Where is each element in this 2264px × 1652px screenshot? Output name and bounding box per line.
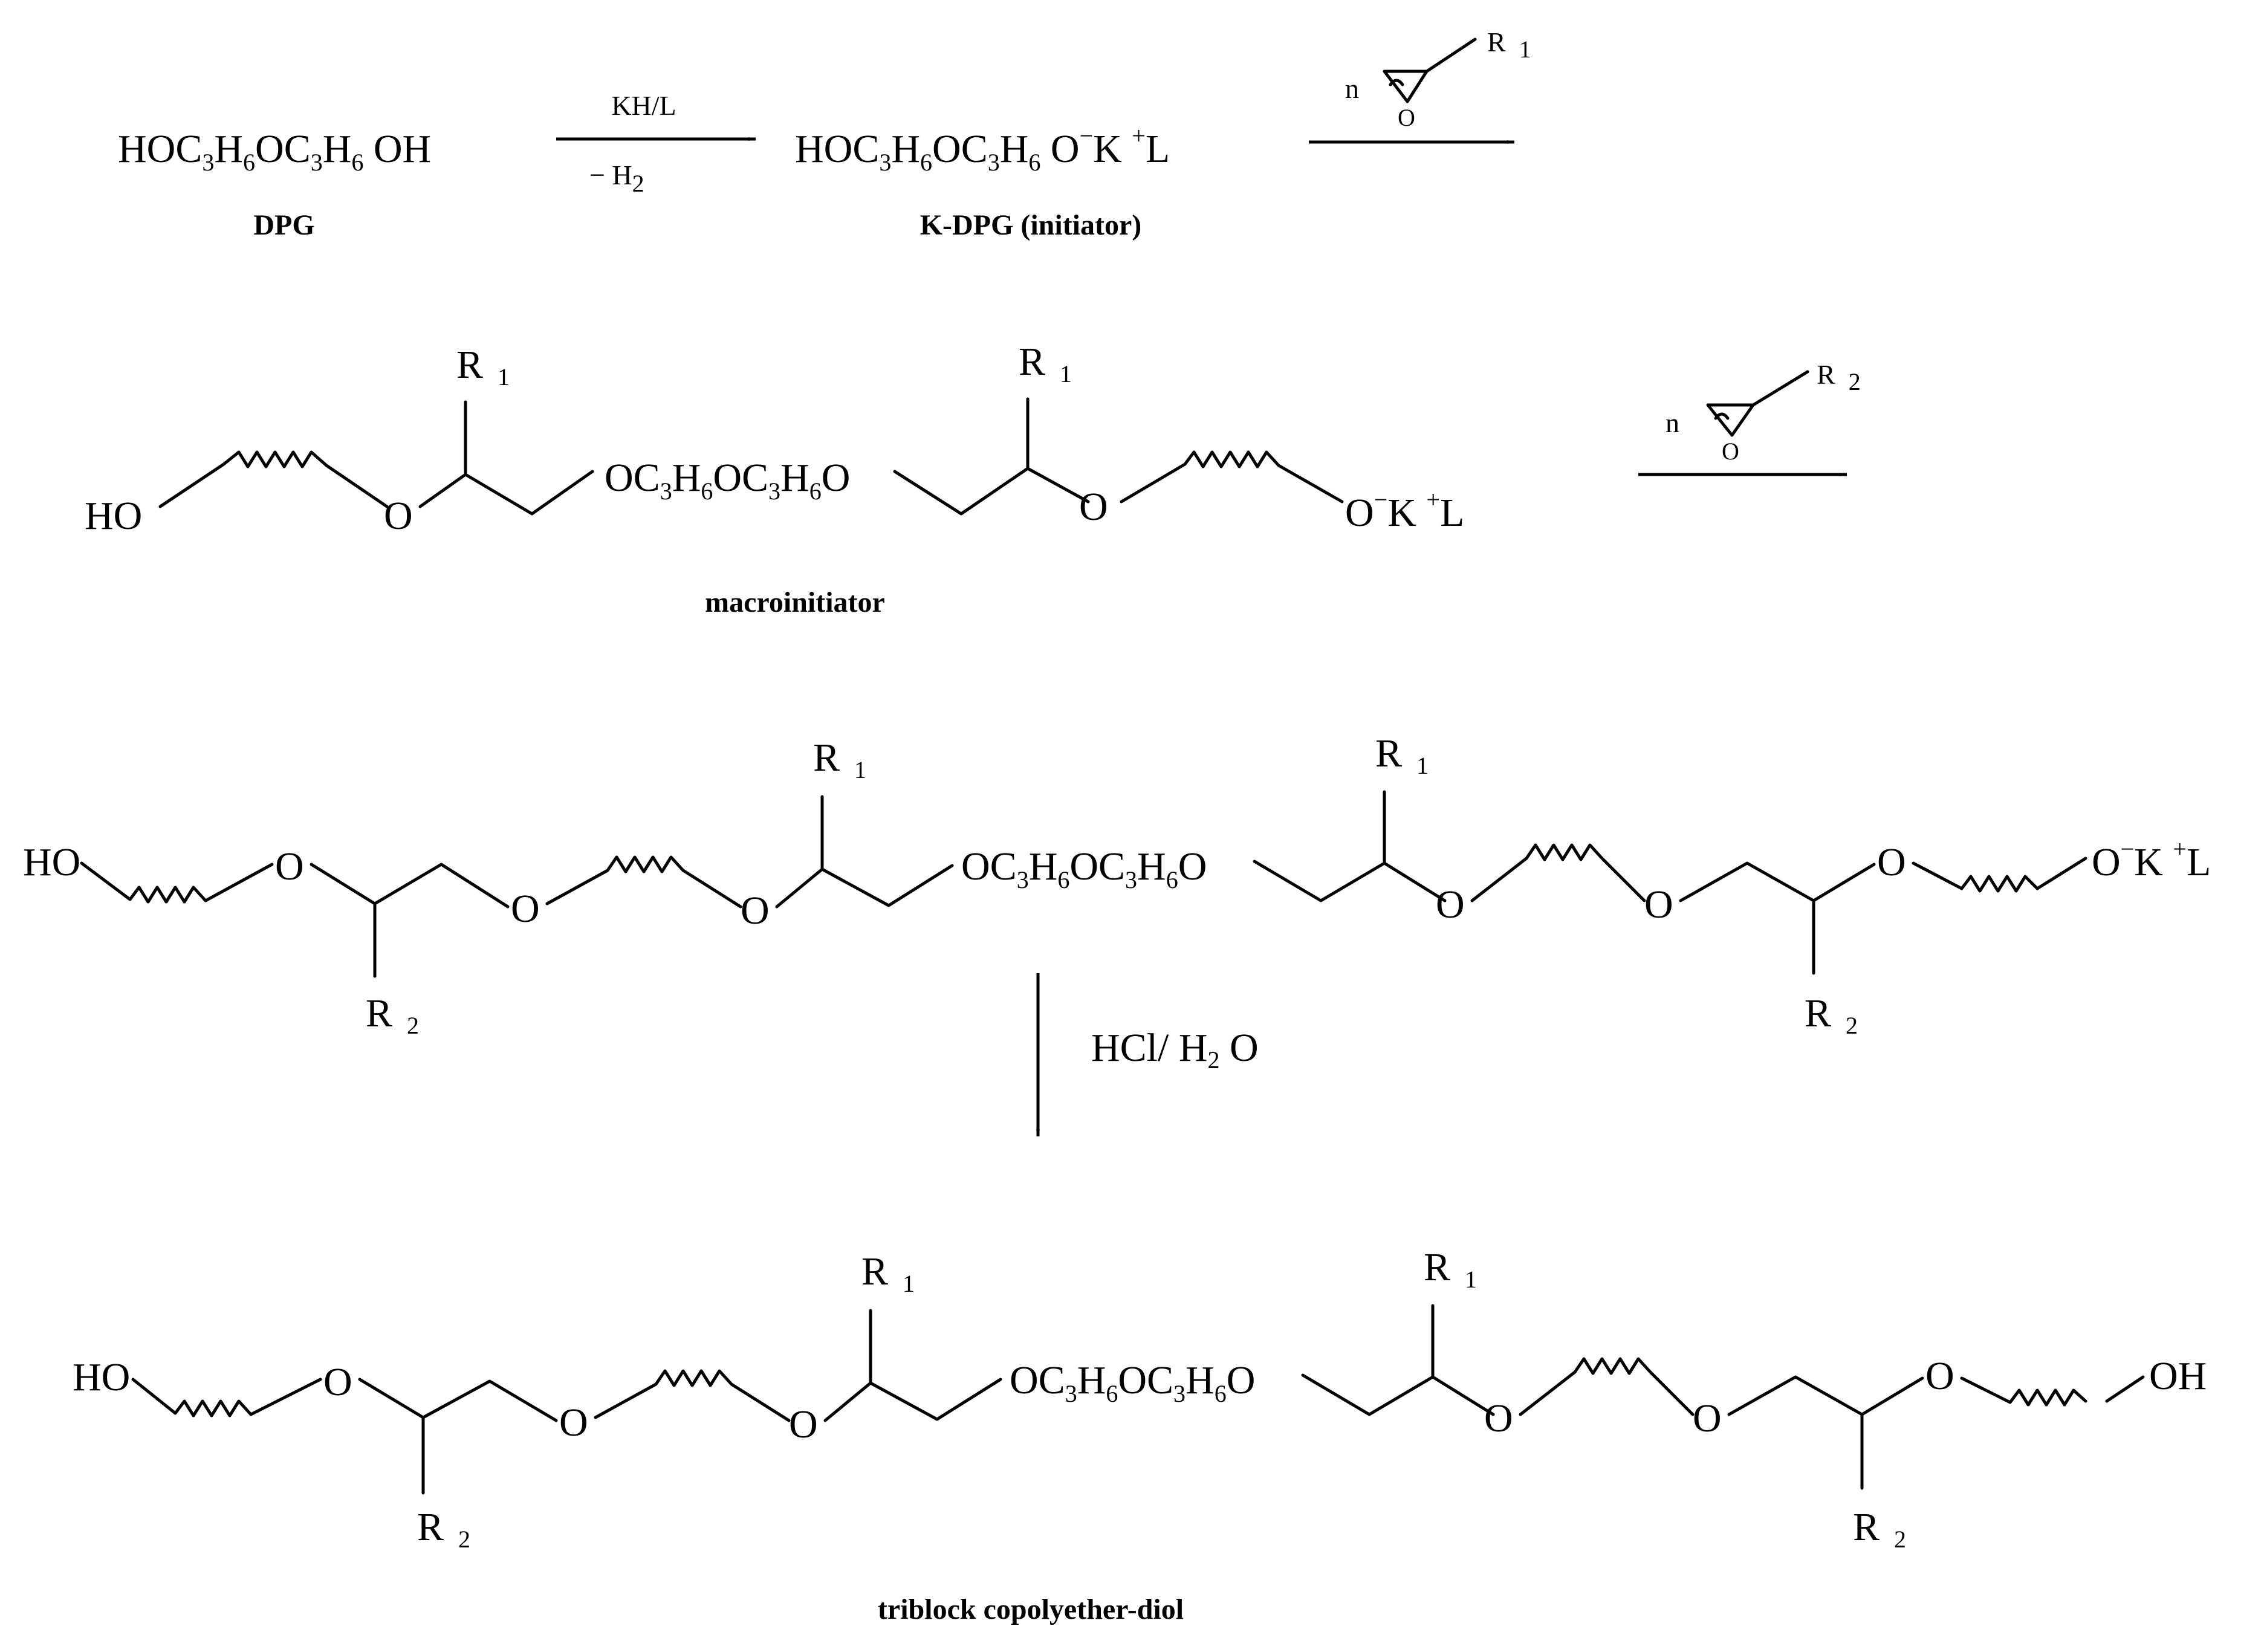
r3-bond-1 (310, 863, 510, 909)
r4-chain-1 (131, 1378, 322, 1417)
r4-o-6: O (1925, 1354, 1954, 1398)
epoxide-ring (1383, 37, 1477, 103)
r4-ho: HO (73, 1355, 130, 1399)
macro-o-1: O (384, 494, 413, 538)
r3-o-2: O (511, 887, 540, 931)
epoxide2-o: O (1722, 438, 1739, 465)
r3-chain-4 (1912, 857, 2087, 893)
r3-ho: HO (23, 840, 80, 884)
macro-core: OC3H6OC3H6O (605, 456, 850, 505)
r4-oh: OH (2149, 1354, 2207, 1398)
hydrolysis-step: HCl/ H2 O (1036, 973, 1259, 1137)
r3-o-4: O (1436, 883, 1465, 927)
r3-o-1: O (275, 844, 304, 889)
r3-end: O−K +L (2092, 835, 2211, 884)
epoxide2-wedge (1714, 412, 1730, 420)
r3-o-6: O (1877, 840, 1906, 884)
macro-o-2: O (1079, 485, 1108, 529)
r3-core: OC3H6OC3H6O (961, 844, 1207, 893)
reagent-minus-h2: − H2 (589, 160, 644, 197)
epoxide-wedge (1389, 79, 1404, 86)
r4-chain-3 (1519, 1357, 1695, 1416)
reagent-kh-l: KH/L (611, 90, 676, 121)
r4-bond-2 (823, 1378, 1002, 1422)
epoxide-n: n (1345, 73, 1359, 104)
macro-chain-right (1120, 450, 1344, 504)
r4-o-4: O (1484, 1396, 1513, 1440)
r3-chain-3 (1470, 843, 1646, 902)
r3-o-3: O (741, 889, 770, 933)
r4-bond-1 (358, 1378, 558, 1422)
r3-bond-3 (1253, 860, 1447, 902)
k-dpg-formula: HOC3H6OC3H6 O−K +L (795, 122, 1170, 176)
r4-chain-4 (1960, 1375, 2145, 1407)
epoxide-o: O (1398, 104, 1415, 131)
r3-o-5: O (1644, 883, 1673, 927)
r3-bond-2 (775, 864, 954, 909)
k-dpg-label: K-DPG (initiator) (920, 209, 1142, 241)
row-1-initiator-formation: HOC3H6OC3H6 OH DPG KH/L − H2 HOC3H6OC3H6… (118, 27, 1531, 241)
r4-o-3: O (789, 1402, 818, 1446)
dpg-formula: HOC3H6OC3H6 OH (118, 127, 431, 176)
r4-o-2: O (559, 1401, 588, 1445)
r3-chain-1 (80, 861, 274, 904)
macro-label: macroinitiator (705, 586, 885, 618)
r4-o-1: O (323, 1360, 352, 1404)
r3-bond-4 (1679, 861, 1876, 902)
r4-label: triblock copolyether-diol (878, 1593, 1184, 1625)
r4-bond-4 (1727, 1375, 1924, 1416)
macro-bond-2 (893, 467, 1090, 516)
epoxide2-n: n (1666, 407, 1679, 438)
r4-o-5: O (1693, 1396, 1722, 1440)
dpg-label: DPG (253, 209, 314, 241)
reagent-hcl-h2o: HCl/ H2 O (1091, 1026, 1259, 1074)
epoxide2-ring (1706, 370, 1809, 437)
r4-chain-2 (594, 1369, 791, 1422)
macro-end: O−K +L (1345, 486, 1464, 535)
macro-bond-1 (418, 470, 594, 516)
r3-chain-2 (545, 855, 742, 909)
macro-ho: HO (85, 494, 142, 538)
r4-bond-3 (1301, 1373, 1495, 1416)
r4-core: OC3H6OC3H6O (1010, 1358, 1255, 1407)
macro-chain-left (158, 450, 389, 508)
